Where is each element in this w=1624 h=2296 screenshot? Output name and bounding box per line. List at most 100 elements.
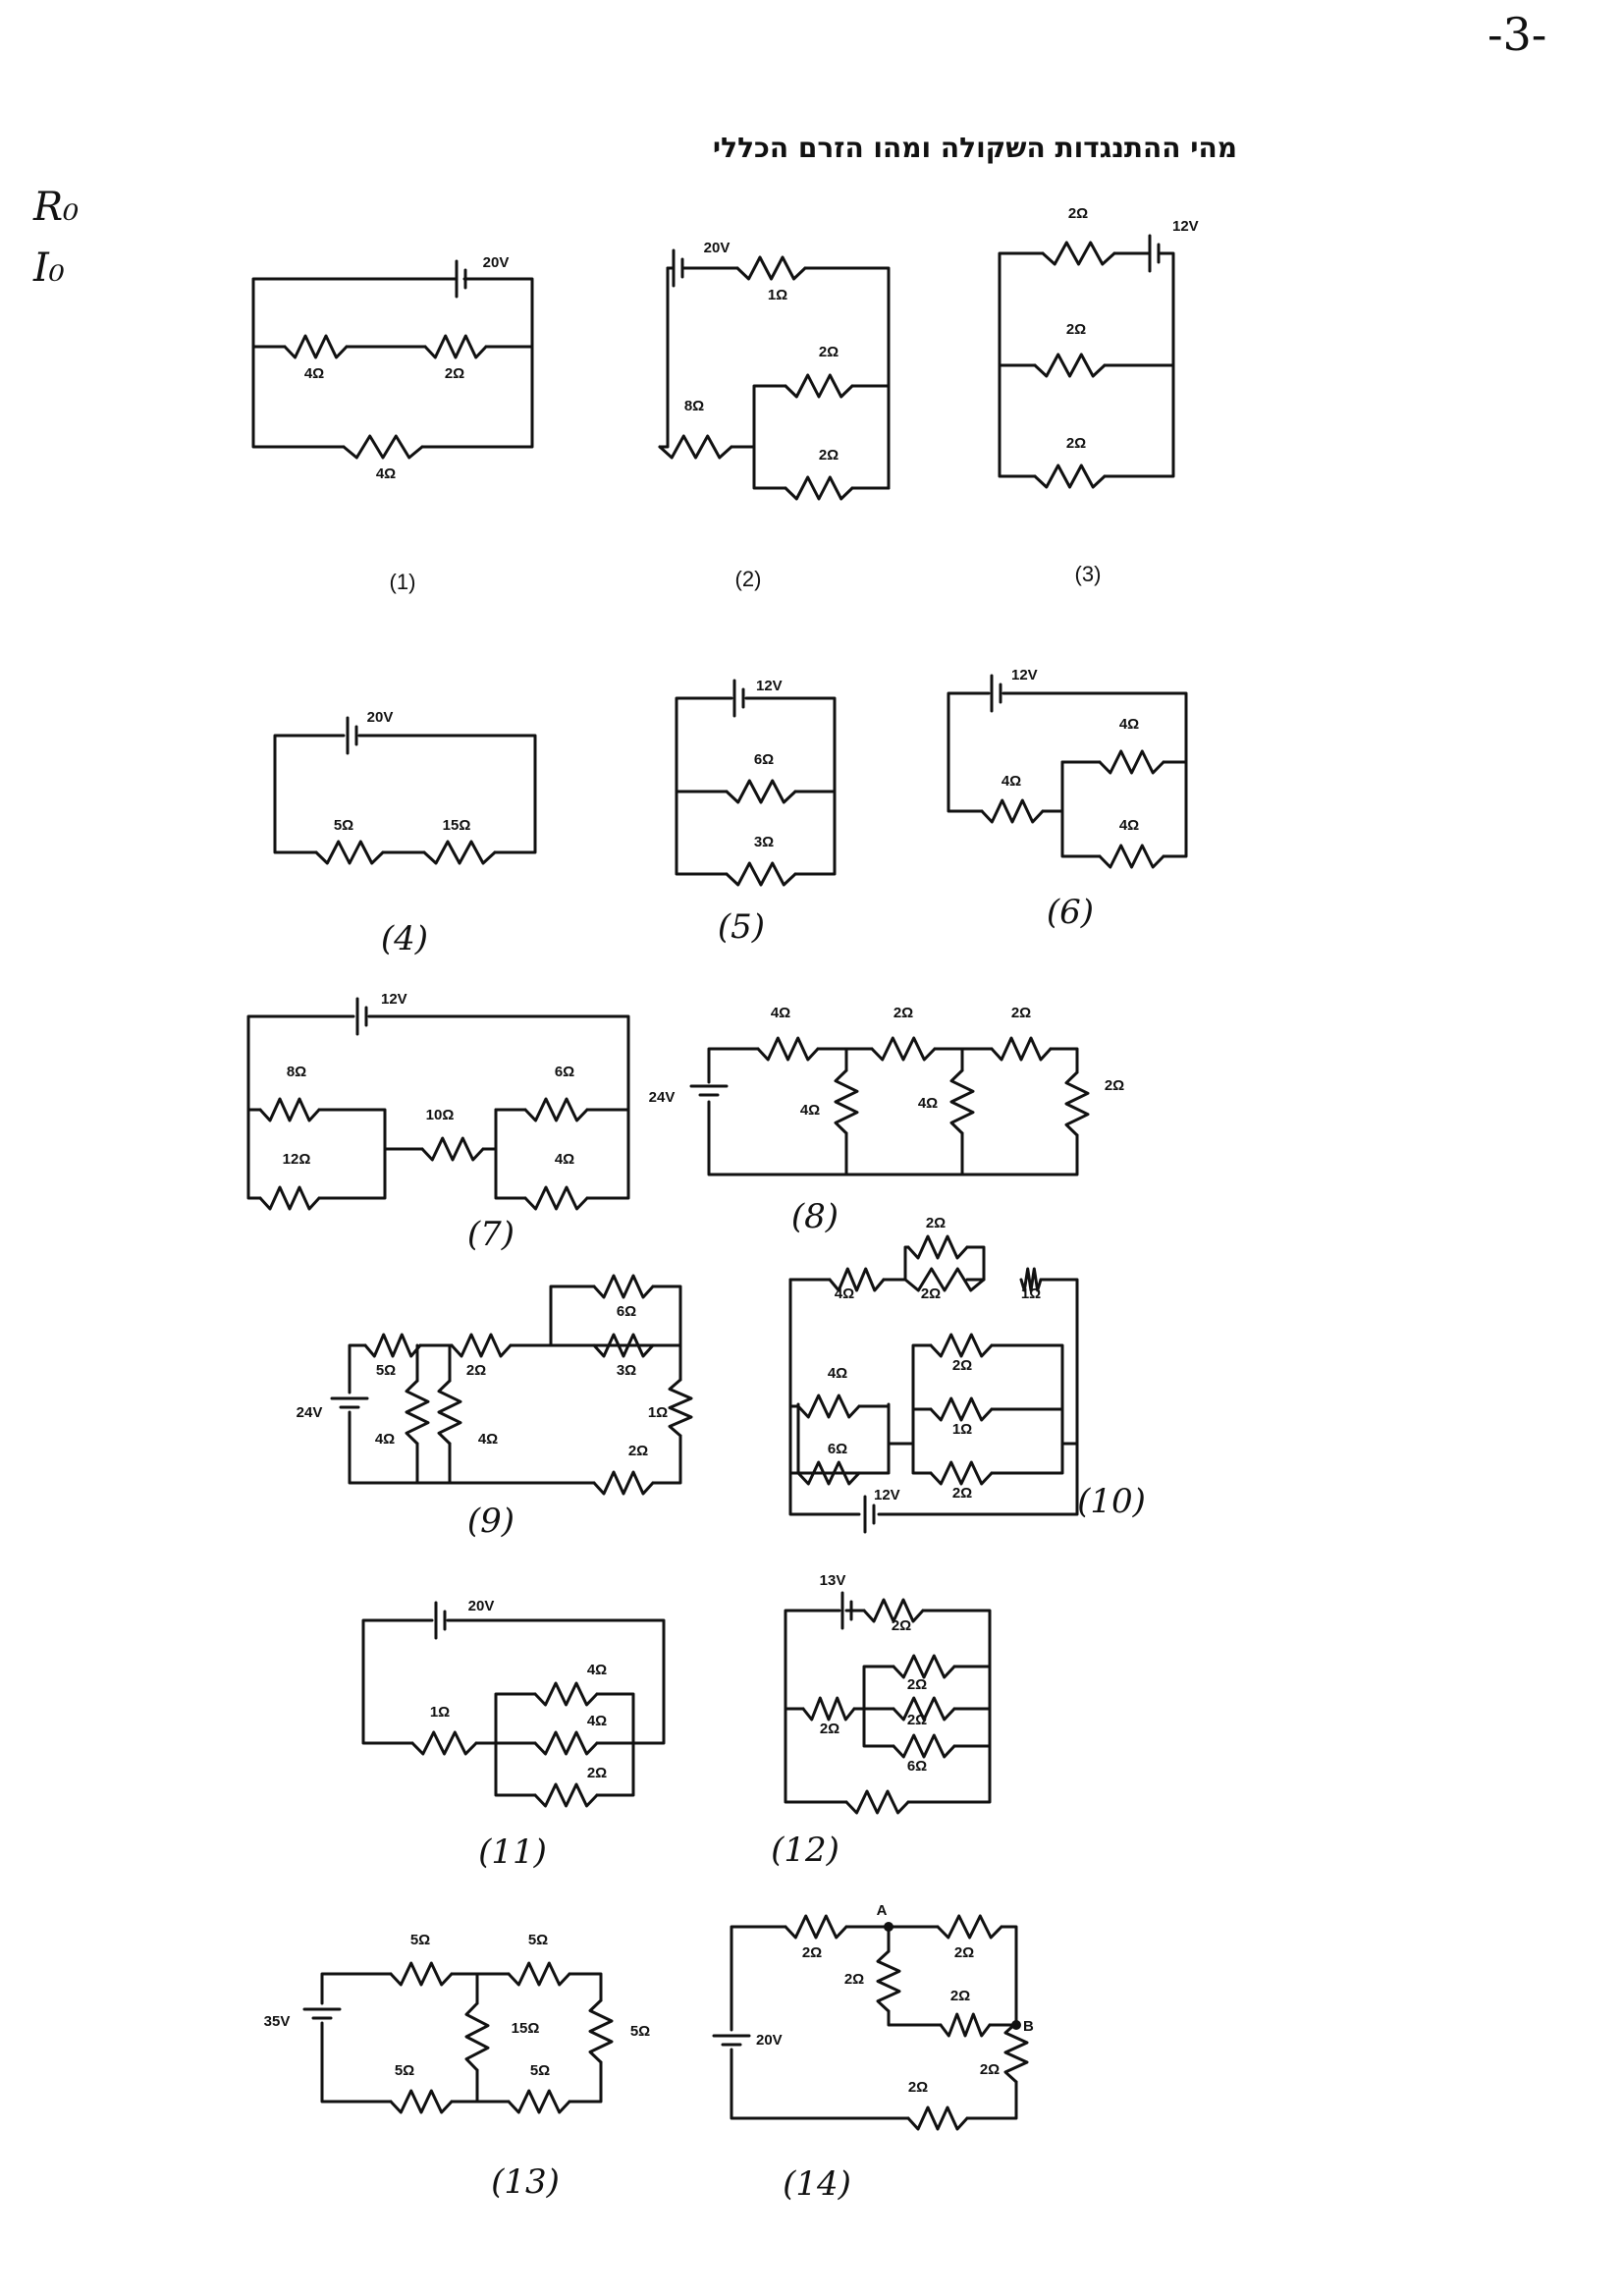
resistor-symbol xyxy=(533,1681,599,1707)
resistor-symbol xyxy=(507,2089,571,2114)
component-label: 4Ω xyxy=(1001,773,1021,790)
resistor-symbol xyxy=(405,1379,430,1446)
resistor-symbol xyxy=(929,1460,994,1486)
component-label: 4Ω xyxy=(304,365,324,382)
wire xyxy=(415,1343,452,1485)
resistor-symbol xyxy=(523,1185,589,1211)
margin-note-r0: R₀ xyxy=(33,185,80,230)
component-label: 4Ω xyxy=(835,1285,854,1302)
resistor-symbol xyxy=(258,1185,321,1211)
wire xyxy=(320,1972,603,2104)
component-label: 2Ω xyxy=(980,2061,1000,2078)
resistor-symbol xyxy=(410,1730,478,1756)
resistor-symbol xyxy=(1041,241,1116,266)
resistor-symbol xyxy=(844,1789,910,1815)
component-label: 8Ω xyxy=(287,1064,306,1080)
component-label: 6Ω xyxy=(907,1758,927,1775)
component-label: 1Ω xyxy=(768,287,787,303)
resistor-symbol xyxy=(834,1068,859,1135)
wire xyxy=(361,1618,666,1797)
component-label: 20V xyxy=(704,240,731,256)
component-label: 1Ω xyxy=(952,1421,972,1438)
junction-dot xyxy=(884,1922,893,1932)
circuit-number: (13) xyxy=(491,2162,560,2202)
component-label: 2Ω xyxy=(587,1765,607,1781)
component-label: 2Ω xyxy=(819,447,839,464)
component-label: 13V xyxy=(820,1572,846,1589)
component-label: 15Ω xyxy=(443,817,471,834)
component-label: 20V xyxy=(483,254,510,271)
resistor-symbol xyxy=(258,1097,321,1122)
circuit-number: (11) xyxy=(478,1832,547,1872)
margin-note-i0: I₀ xyxy=(33,246,65,291)
component-label: 4Ω xyxy=(800,1102,820,1119)
component-label: 2Ω xyxy=(954,1944,974,1961)
component-label: 12V xyxy=(874,1487,900,1503)
component-label: 2Ω xyxy=(952,1485,972,1502)
wire xyxy=(367,1014,630,1200)
wire xyxy=(273,734,537,854)
circuit-number: (9) xyxy=(467,1502,514,1541)
component-label: 15Ω xyxy=(512,2020,540,2037)
component-label: 5Ω xyxy=(630,2023,650,2040)
resistor-symbol xyxy=(389,2089,454,2114)
circuit-number: (3) xyxy=(1075,562,1102,586)
component-label: 2Ω xyxy=(844,1971,864,1988)
component-label: 1Ω xyxy=(648,1404,668,1421)
wire xyxy=(947,691,1188,858)
component-label: 2Ω xyxy=(926,1215,946,1231)
component-label: 3Ω xyxy=(617,1362,636,1379)
resistor-symbol xyxy=(735,255,807,281)
resistor-symbol xyxy=(1098,749,1165,775)
component-label: 5Ω xyxy=(395,2062,414,2079)
resistor-symbol xyxy=(1064,1070,1090,1137)
circuit-number: (10) xyxy=(1077,1482,1146,1521)
resistor-symbol xyxy=(828,1267,886,1292)
resistor-symbol xyxy=(422,840,497,865)
resistor-symbol xyxy=(929,1333,994,1358)
component-label: 2Ω xyxy=(921,1285,941,1302)
component-label: 2Ω xyxy=(820,1721,839,1737)
component-label: 6Ω xyxy=(617,1303,636,1320)
wire xyxy=(251,277,534,449)
page-number: -3- xyxy=(1488,8,1547,61)
resistor-symbol xyxy=(423,334,488,359)
component-label: 4Ω xyxy=(771,1005,790,1021)
component-label: 2Ω xyxy=(1068,205,1088,222)
circuit-number: (1) xyxy=(390,570,416,594)
resistor-symbol xyxy=(906,1234,969,1260)
resistor-symbol xyxy=(342,434,424,460)
resistor-symbol xyxy=(892,1696,956,1722)
resistor-symbol xyxy=(507,1961,571,1987)
wire xyxy=(658,266,891,490)
component-label: 12V xyxy=(1172,218,1199,235)
wire xyxy=(549,1285,682,1347)
component-label: 10Ω xyxy=(426,1107,455,1123)
component-label: 5Ω xyxy=(410,1932,430,1948)
component-label: 2Ω xyxy=(893,1005,913,1021)
resistor-symbol xyxy=(533,1730,599,1756)
resistor-symbol xyxy=(668,1378,693,1438)
resistor-symbol xyxy=(450,1333,513,1358)
component-label: 4Ω xyxy=(555,1151,574,1168)
component-label: 5Ω xyxy=(376,1362,396,1379)
component-label: 24V xyxy=(649,1089,676,1106)
junction-dot xyxy=(1011,2020,1021,2030)
component-label: 20V xyxy=(468,1598,495,1614)
component-label: B xyxy=(1023,2018,1034,2035)
component-label: 2Ω xyxy=(1105,1077,1124,1094)
resistor-symbol xyxy=(1033,464,1107,489)
component-label: 4Ω xyxy=(1119,817,1139,834)
resistor-symbol xyxy=(1098,844,1165,869)
component-label: 35V xyxy=(264,2013,291,2030)
circuit-number: (12) xyxy=(771,1831,839,1870)
component-label: 24V xyxy=(297,1404,323,1421)
